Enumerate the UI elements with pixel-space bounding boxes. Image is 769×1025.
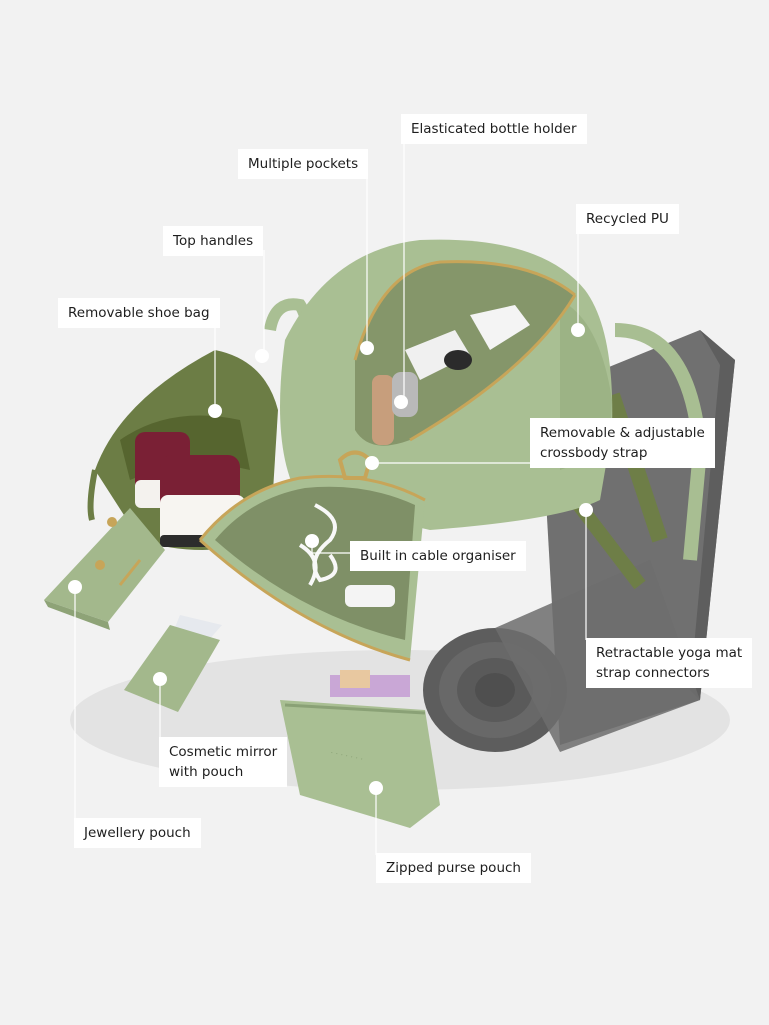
cosmetic-mirror-pouch (124, 615, 222, 712)
marker-dot-purse-pouch (369, 781, 383, 795)
marker-dot-cosmetic-mirror (153, 672, 167, 686)
callout-multiple-pockets-text: Multiple pockets (248, 156, 359, 172)
callout-top-handles: Top handles (163, 226, 264, 256)
marker-dot-jewellery-pouch (68, 580, 82, 594)
marker-dot-cable-organiser (305, 534, 319, 548)
callout-multiple-pockets: Multiple pockets (238, 149, 369, 179)
duffel-bag-body (198, 239, 613, 662)
callout-bottle-holder-text: Elasticated bottle holder (411, 121, 577, 137)
callout-cable-organiser-text: Built in cable organiser (360, 548, 516, 564)
marker-dots (68, 323, 593, 795)
callout-purse-pouch: Zipped purse pouch (376, 853, 531, 883)
callout-jewellery-pouch-text: Jewellery pouch (84, 825, 191, 841)
callout-yoga-connectors-line2: strap connectors (596, 665, 710, 681)
callout-top-handles-text: Top handles (173, 233, 254, 249)
callout-recycled-pu: Recycled PU (576, 204, 679, 234)
callout-cosmetic-mirror-line2: with pouch (169, 764, 244, 780)
marker-dot-bottle-holder (394, 395, 408, 409)
zipped-purse-pouch: · · · · · · · (280, 670, 440, 828)
callout-cosmetic-mirror-line1: Cosmetic mirror (169, 744, 278, 760)
marker-dot-shoe-bag (208, 404, 222, 418)
callout-crossbody-strap: Removable & adjustable crossbody strap (530, 418, 715, 468)
callout-crossbody-strap-line1: Removable & adjustable (540, 425, 705, 441)
callout-cosmetic-mirror: Cosmetic mirror with pouch (159, 737, 288, 787)
callout-shoe-bag-text: Removable shoe bag (68, 305, 210, 321)
callout-shoe-bag: Removable shoe bag (58, 298, 220, 328)
callout-cable-organiser: Built in cable organiser (350, 541, 526, 571)
marker-dot-yoga-connectors (579, 503, 593, 517)
marker-dot-top-handles (255, 349, 269, 363)
callout-bottle-holder: Elasticated bottle holder (401, 114, 587, 144)
callout-yoga-connectors-line1: Retractable yoga mat (596, 645, 743, 661)
marker-dot-crossbody-strap (365, 456, 379, 470)
marker-dot-recycled-pu (571, 323, 585, 337)
callout-purse-pouch-text: Zipped purse pouch (386, 860, 521, 876)
marker-dot-multiple-pockets (360, 341, 374, 355)
callout-crossbody-strap-line2: crossbody strap (540, 445, 648, 461)
callout-recycled-pu-text: Recycled PU (586, 211, 669, 227)
callout-jewellery-pouch: Jewellery pouch (74, 818, 201, 848)
callout-yoga-connectors: Retractable yoga mat strap connectors (586, 638, 753, 688)
